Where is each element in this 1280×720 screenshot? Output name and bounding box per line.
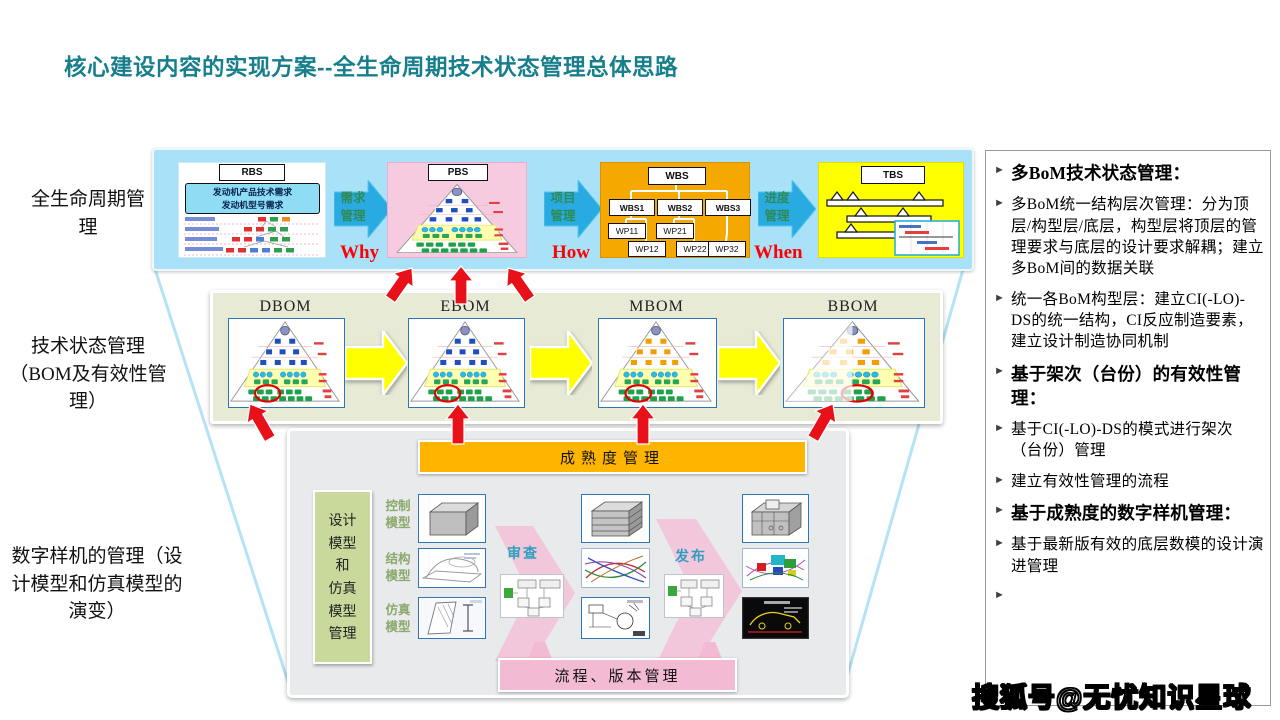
bullet-item: 基于CI(-LO)-DS的模式进行架次（台份）管理 — [994, 419, 1264, 462]
rbs-requirement-trees — [184, 217, 320, 256]
tbs-panel: TBS — [818, 162, 964, 258]
bullet-item: 统一各BoM构型层：建立CI(-LO)-DS的统一结构，CI反应制造要素，建立设… — [994, 289, 1264, 353]
bullet-item: 基于架次（台份）的有效性管理： — [994, 362, 1264, 410]
requirement-mgmt-arrow: 需求 管理 — [333, 178, 393, 240]
rbs-banner: 发动机产品技术需求 发动机型号需求 — [185, 183, 320, 214]
bom-band: DBOM EBOM MBOM BBOM — [210, 290, 943, 424]
wbs-node: WBS2 — [657, 199, 703, 216]
technical-drawing-image — [581, 597, 650, 639]
machined-part-image — [742, 494, 809, 543]
yellow-arrow — [345, 331, 407, 395]
design-simulation-model-box: 设计 模型 和 仿真 模型 管理 — [313, 490, 372, 664]
row-label-lifecycle: 全生命周期管理 — [30, 189, 145, 238]
dbom-pyramid-panel — [228, 318, 345, 408]
bbom-pyramid — [785, 321, 920, 403]
ebom-pyramid-panel — [408, 318, 525, 408]
bom-label: DBOM — [259, 298, 312, 315]
pbs-title: PBS — [428, 164, 488, 181]
pbs-pyramid — [396, 183, 518, 253]
wp-node: WP21 — [656, 223, 694, 239]
watermark: 搜狐号@无忧知识星球 — [971, 682, 1252, 714]
page-title: 核心建设内容的实现方案--全生命周期技术状态管理总体思路 — [64, 55, 678, 80]
requirement-mgmt-label: 需求 管理 — [340, 191, 366, 224]
bom-label: BBOM — [827, 298, 879, 315]
layered-model-image — [581, 494, 650, 543]
wbs-node: WBS3 — [705, 199, 751, 216]
summary-bullet-list: 多BoM技术状态管理： 多BoM统一结构层次管理：分为顶层/构型层/底层，构型层… — [994, 161, 1264, 612]
bullet-item: 基于成熟度的数字样机管理： — [994, 501, 1264, 525]
wbs-connectors — [625, 183, 728, 242]
summary-panel: 多BoM技术状态管理： 多BoM统一结构层次管理：分为顶层/构型层/底层，构型层… — [985, 150, 1271, 706]
when-tag: When — [754, 242, 803, 263]
yellow-arrow — [718, 331, 780, 395]
schedule-mgmt-arrow: 进度 管理 — [757, 178, 817, 240]
wp-node: WP12 — [628, 241, 666, 257]
bullet-item: 多BoM统一结构层次管理：分为顶层/构型层/底层，构型层将顶层的管理要求与底层的… — [994, 194, 1264, 280]
dark-vehicle-image — [742, 597, 809, 639]
wbs-root: WBS — [648, 167, 706, 185]
process-connector — [528, 642, 552, 659]
wp-node: WP32 — [708, 241, 746, 257]
bom-label: EBOM — [440, 298, 491, 315]
digital-mockup-section: 成熟度管理 设计 模型 和 仿真 模型 管理 控制 模型 结构 模型 仿真 模型 — [287, 428, 849, 698]
row-label-configuration: 技术状态管理（BOM及有效性管理） — [9, 336, 167, 413]
release-flow-image — [664, 574, 724, 618]
control-model-image — [418, 494, 486, 543]
control-model-label: 控制 模型 — [385, 499, 411, 530]
color-cad-image — [742, 548, 809, 588]
structure-model-image — [418, 548, 486, 588]
simulation-model-label: 仿真 模型 — [385, 603, 411, 634]
row-label-digital-mockup: 数字样机的管理（设计模型和仿真模型的演变） — [11, 546, 183, 623]
project-mgmt-label: 项目 管理 — [550, 191, 576, 224]
tbs-title: TBS — [861, 166, 925, 184]
bom-label: MBOM — [629, 298, 684, 315]
mbom-pyramid — [600, 321, 712, 403]
bullet-item: 建立有效性管理的流程 — [994, 471, 1264, 492]
rbs-panel: RBS 发动机产品技术需求 发动机型号需求 — [178, 162, 326, 258]
rbs-title: RBS — [219, 164, 285, 181]
tbs-milestone-chart — [826, 191, 960, 256]
review-flow-image — [500, 574, 564, 618]
bbom-pyramid-panel — [783, 318, 925, 408]
bullet-item: 多BoM技术状态管理： — [994, 161, 1264, 185]
how-tag: How — [552, 242, 590, 263]
yellow-arrow — [530, 331, 592, 395]
process-version-bar: 流程、版本管理 — [498, 658, 737, 692]
color-wireframe-image — [581, 548, 650, 588]
project-mgmt-arrow: 项目 管理 — [543, 178, 603, 240]
lifecycle-band: RBS 发动机产品技术需求 发动机型号需求 — [152, 148, 974, 271]
wbs-panel: WBS WBS1 WBS2 WBS3 WP11 WP12 WP21 WP22 W… — [600, 162, 751, 258]
bullet-item: 基于最新版有效的底层数模的设计演进管理 — [994, 534, 1264, 577]
dbom-pyramid — [230, 321, 340, 403]
bullet-item — [994, 586, 1264, 612]
release-label: 发布 — [675, 548, 707, 564]
why-tag: Why — [340, 242, 380, 263]
structure-model-label: 结构 模型 — [385, 552, 411, 583]
ebom-pyramid — [410, 321, 520, 403]
schedule-mgmt-label: 进度 管理 — [764, 191, 790, 224]
process-connector — [698, 642, 722, 659]
simulation-model-image — [418, 597, 486, 639]
mbom-pyramid-panel — [598, 318, 717, 408]
pbs-panel: PBS — [387, 162, 527, 258]
wp-node: WP11 — [608, 223, 646, 239]
maturity-mgmt-bar: 成熟度管理 — [418, 440, 807, 474]
wbs-node: WBS1 — [609, 199, 655, 216]
review-label: 审查 — [507, 545, 539, 561]
